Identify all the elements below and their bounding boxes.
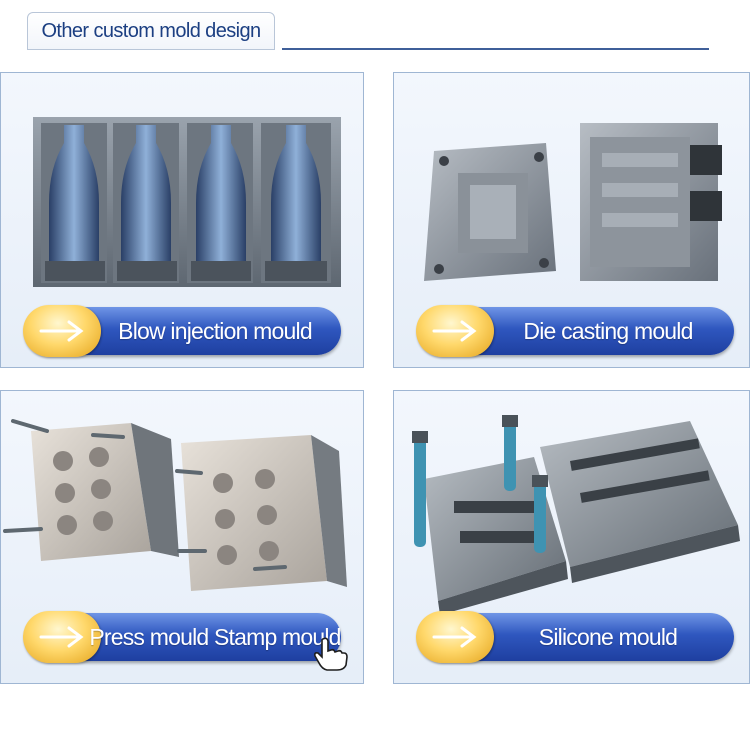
arrow-ball <box>416 611 494 663</box>
section-title-tab: Other custom mold design <box>27 12 275 50</box>
die-casting-mould-button[interactable]: Die casting mould <box>416 305 734 357</box>
blow-mould-image <box>33 117 341 287</box>
card-blow-injection-mould[interactable]: Blow injection mould <box>0 72 364 368</box>
arrow-right-icon <box>39 626 84 648</box>
card-die-casting-mould[interactable]: Die casting mould <box>393 72 750 368</box>
arrow-right-icon <box>432 320 477 342</box>
arrow-right-icon <box>432 626 477 648</box>
section-title: Other custom mold design <box>41 19 261 42</box>
die-casting-mould-label: Die casting mould <box>523 317 693 344</box>
press-stamp-mould-label: Press mould Stamp mould <box>89 623 341 650</box>
hand-pointer-icon <box>314 637 348 671</box>
arrow-ball <box>23 611 101 663</box>
blow-injection-mould-button[interactable]: Blow injection mould <box>23 305 341 357</box>
die-casting-mould-image <box>424 123 722 281</box>
arrow-ball <box>23 305 101 357</box>
arrow-right-icon <box>39 320 84 342</box>
card-press-stamp-mould[interactable]: Press mould Stamp mould <box>0 390 364 684</box>
silicone-mould-image <box>412 415 740 615</box>
press-mould-image <box>3 419 347 591</box>
header-divider <box>282 48 709 50</box>
card-silicone-mould[interactable]: Silicone mould <box>393 390 750 684</box>
blow-injection-mould-label: Blow injection mould <box>118 317 312 344</box>
arrow-ball <box>416 305 494 357</box>
press-stamp-mould-button[interactable]: Press mould Stamp mould <box>23 611 341 663</box>
silicone-mould-button[interactable]: Silicone mould <box>416 611 734 663</box>
silicone-mould-label: Silicone mould <box>538 623 678 650</box>
